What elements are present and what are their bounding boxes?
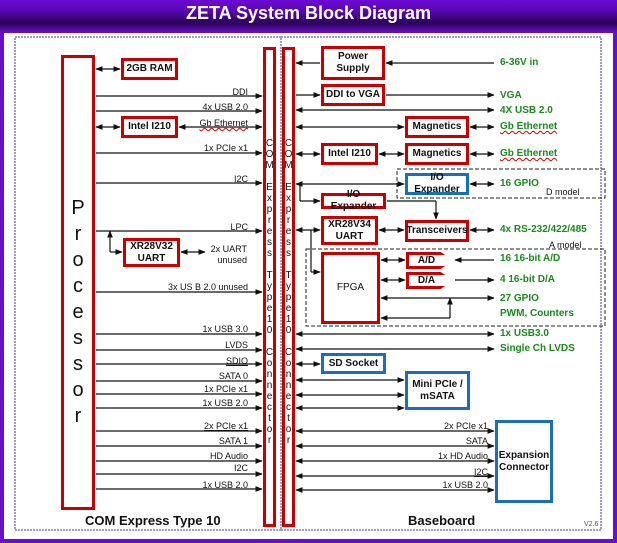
magnetics-block-1: Magnetics <box>405 116 469 138</box>
connector-label-left: C O M E x p r e s s T y p e 1 0 C o n n … <box>265 138 274 446</box>
output-gbe2: Gb Ethernet <box>500 148 557 159</box>
output-ad: 16 16-bit A/D <box>500 253 561 264</box>
sig-usb20b: 1x USB 2.0 <box>202 480 248 490</box>
output-pwm: PWM, Counters <box>500 308 574 319</box>
sig-lvds: LVDS <box>225 340 248 350</box>
output-gbe2-text: Gb Ethernet <box>500 148 558 159</box>
ad-label: A/D <box>417 254 436 266</box>
processor-label: P r o c e s s o r <box>71 197 85 427</box>
exp-sig-usb: 1x USB 2.0 <box>442 480 488 490</box>
sig-usb30: 1x USB 3.0 <box>202 324 248 334</box>
da-converter-block: D/A <box>406 272 454 289</box>
exp-sig-i2c: I2C <box>380 467 488 477</box>
exp-sig-sata: SATA <box>465 436 488 446</box>
sig-ddi: DDI <box>232 87 249 97</box>
exp-sig-i2c-text: I2C <box>473 467 488 477</box>
a-model-label: A model <box>549 240 582 250</box>
fpga-block: FPGA <box>321 252 380 324</box>
output-gbe1: Gb Ethernet <box>500 121 557 132</box>
mini-pcie-msata-block: Mini PCIe / mSATA <box>405 371 470 410</box>
d-model-label: D model <box>546 187 580 197</box>
intel-i210-com-block: Intel I210 <box>121 116 178 138</box>
sig-pcie1: 1x PCIe x1 <box>203 143 248 153</box>
output-da: 4 16-bit D/A <box>500 274 556 285</box>
sig-i2c2: I2C <box>233 463 248 473</box>
output-lvds: Single Ch LVDS <box>500 343 575 354</box>
output-power-in: 6-36V in <box>500 57 539 68</box>
sig-lpc: LPC <box>230 222 248 232</box>
sig-sata0: SATA 0 <box>218 371 248 381</box>
power-supply-block: Power Supply <box>321 46 385 80</box>
sig-gbe: Gb Ethernet <box>150 118 248 128</box>
output-serial: 4x RS-232/422/485 <box>500 224 587 235</box>
sig-usb20a: 1x USB 2.0 <box>202 398 248 408</box>
title-bar <box>0 0 617 33</box>
sig-sata1: SATA 1 <box>218 436 248 446</box>
transceivers-block: Transceivers <box>405 220 469 242</box>
a-model-region <box>305 248 606 327</box>
sig-hda: HD Audio <box>209 451 248 461</box>
output-gpio27: 27 GPIO <box>500 293 539 304</box>
output-usb4: 4X USB 2.0 <box>500 105 553 116</box>
xr28v32-uart-block: XR28V32 UART <box>123 238 180 267</box>
exp-sig-pcie2: 2x PCIe x1 <box>443 421 488 431</box>
sig-pcie2-text: 2x PCIe x1 <box>203 421 248 431</box>
sig-i2c: I2C <box>233 174 248 184</box>
com-express-region <box>14 36 282 531</box>
com-express-section-label: COM Express Type 10 <box>85 513 221 528</box>
intel-i210-base-block: Intel I210 <box>321 143 378 165</box>
output-gbe1-text: Gb Ethernet <box>500 121 558 132</box>
exp-sig-hda: 1x HD Audio <box>437 451 488 461</box>
processor-block <box>61 55 95 510</box>
output-gpio16: 16 GPIO <box>500 178 539 189</box>
sd-socket-block: SD Socket <box>321 353 386 374</box>
uart-out-line2: unused <box>217 255 247 265</box>
sig-usb4: 4x USB 2.0 <box>202 102 248 112</box>
sig-sdio-text: SDIO <box>225 356 248 366</box>
expansion-connector-block: Expansion Connector <box>495 420 553 503</box>
xr28v32-uart-label: XR28V32 UART <box>130 240 173 264</box>
io-expander-d-block: I/O Expander <box>405 172 469 195</box>
uart-out-line1: 2x UART <box>210 244 247 254</box>
ddi-to-vga-block: DDI to VGA <box>321 84 385 106</box>
sig-gbe-text: Gb Ethernet <box>199 118 248 128</box>
da-label: D/A <box>417 274 436 286</box>
xr28v34-uart-block: XR28V34 UART <box>321 216 378 245</box>
baseboard-section-label: Baseboard <box>408 513 476 528</box>
sig-usb3unused: 3x US B 2.0 unused <box>167 282 248 292</box>
baseboard-region <box>280 36 602 531</box>
diagram-title: ZETA System Block Diagram <box>185 3 432 23</box>
ad-converter-block: A/D <box>406 252 454 269</box>
io-expander-block: I/O Expander <box>321 189 386 212</box>
output-usb30: 1x USB3.0 <box>500 328 549 339</box>
sig-pcie2: 2x PCIe x1 <box>150 421 248 431</box>
sig-sdio: SDIO <box>150 356 248 366</box>
connector-label-right: C O M E x p r e s s T y p e 1 0 C o n n … <box>284 138 293 446</box>
ram-block: 2GB RAM <box>121 58 178 80</box>
output-lvds-text: Single Ch LVDS <box>500 343 575 354</box>
com-connector-right <box>282 47 295 527</box>
com-connector-left <box>263 47 276 527</box>
magnetics-block-2: Magnetics <box>405 143 469 165</box>
sig-pcie1b: 1x PCIe x1 <box>203 384 248 394</box>
version-label: V2.6 <box>584 521 599 528</box>
output-vga: VGA <box>500 90 522 101</box>
